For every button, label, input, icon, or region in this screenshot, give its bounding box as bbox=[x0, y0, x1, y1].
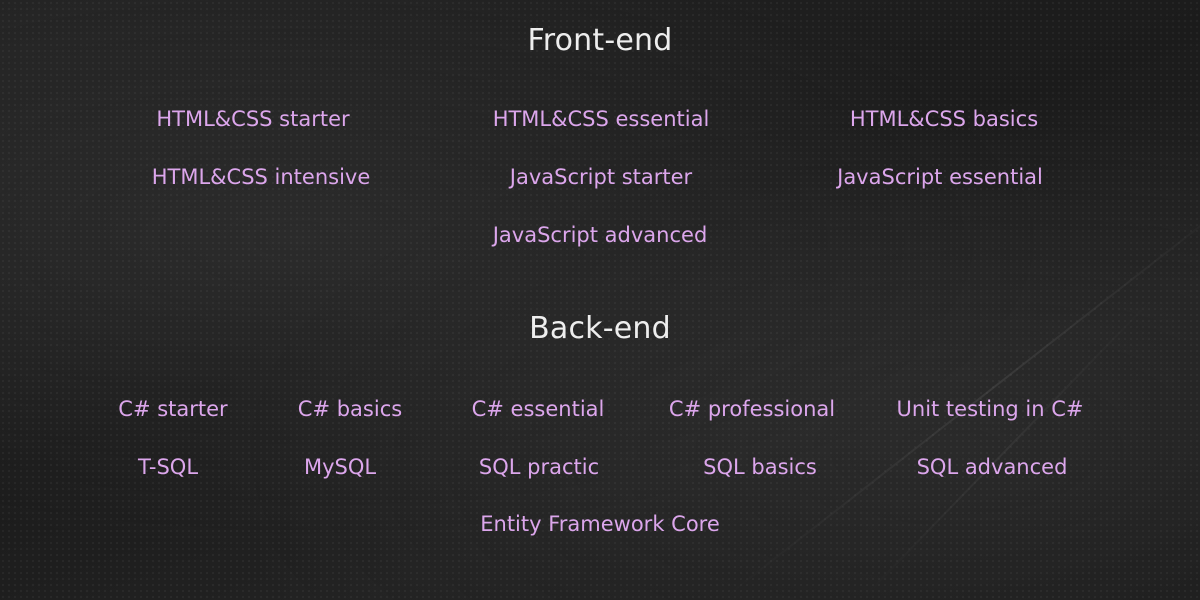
course-link-sql-advanced[interactable]: SQL advanced bbox=[916, 455, 1068, 479]
course-link-html-css-essential[interactable]: HTML&CSS essential bbox=[492, 107, 710, 131]
course-link-sql-practic[interactable]: SQL practic bbox=[478, 455, 600, 479]
course-link-t-sql[interactable]: T-SQL bbox=[137, 455, 199, 479]
course-link-csharp-basics[interactable]: C# basics bbox=[297, 397, 403, 421]
course-row: JavaScript advanced bbox=[0, 219, 1200, 251]
course-link-csharp-professional[interactable]: C# professional bbox=[668, 397, 836, 421]
course-link-sql-basics[interactable]: SQL basics bbox=[703, 455, 817, 479]
course-link-javascript-advanced[interactable]: JavaScript advanced bbox=[492, 223, 708, 247]
course-link-html-css-starter[interactable]: HTML&CSS starter bbox=[156, 107, 350, 131]
section-title-back-end: Back-end bbox=[529, 311, 671, 346]
course-link-javascript-starter[interactable]: JavaScript starter bbox=[509, 165, 693, 189]
course-link-csharp-starter[interactable]: C# starter bbox=[118, 397, 228, 421]
section-title-front-end: Front-end bbox=[527, 23, 673, 58]
course-link-unit-testing-csharp[interactable]: Unit testing in C# bbox=[896, 397, 1084, 421]
course-link-javascript-essential[interactable]: JavaScript essential bbox=[837, 165, 1043, 189]
course-link-mysql[interactable]: MySQL bbox=[303, 455, 377, 479]
course-link-entity-framework-core[interactable]: Entity Framework Core bbox=[480, 512, 720, 536]
course-link-html-css-intensive[interactable]: HTML&CSS intensive bbox=[151, 165, 371, 189]
course-row: HTML&CSS starter HTML&CSS essential HTML… bbox=[0, 103, 1200, 135]
course-row: HTML&CSS intensive JavaScript starter Ja… bbox=[0, 161, 1200, 193]
course-link-html-css-basics[interactable]: HTML&CSS basics bbox=[849, 107, 1039, 131]
course-row: T-SQL MySQL SQL practic SQL basics SQL a… bbox=[0, 451, 1200, 483]
course-row: C# starter C# basics C# essential C# pro… bbox=[0, 393, 1200, 425]
course-link-csharp-essential[interactable]: C# essential bbox=[471, 397, 605, 421]
course-row: Entity Framework Core bbox=[0, 508, 1200, 540]
